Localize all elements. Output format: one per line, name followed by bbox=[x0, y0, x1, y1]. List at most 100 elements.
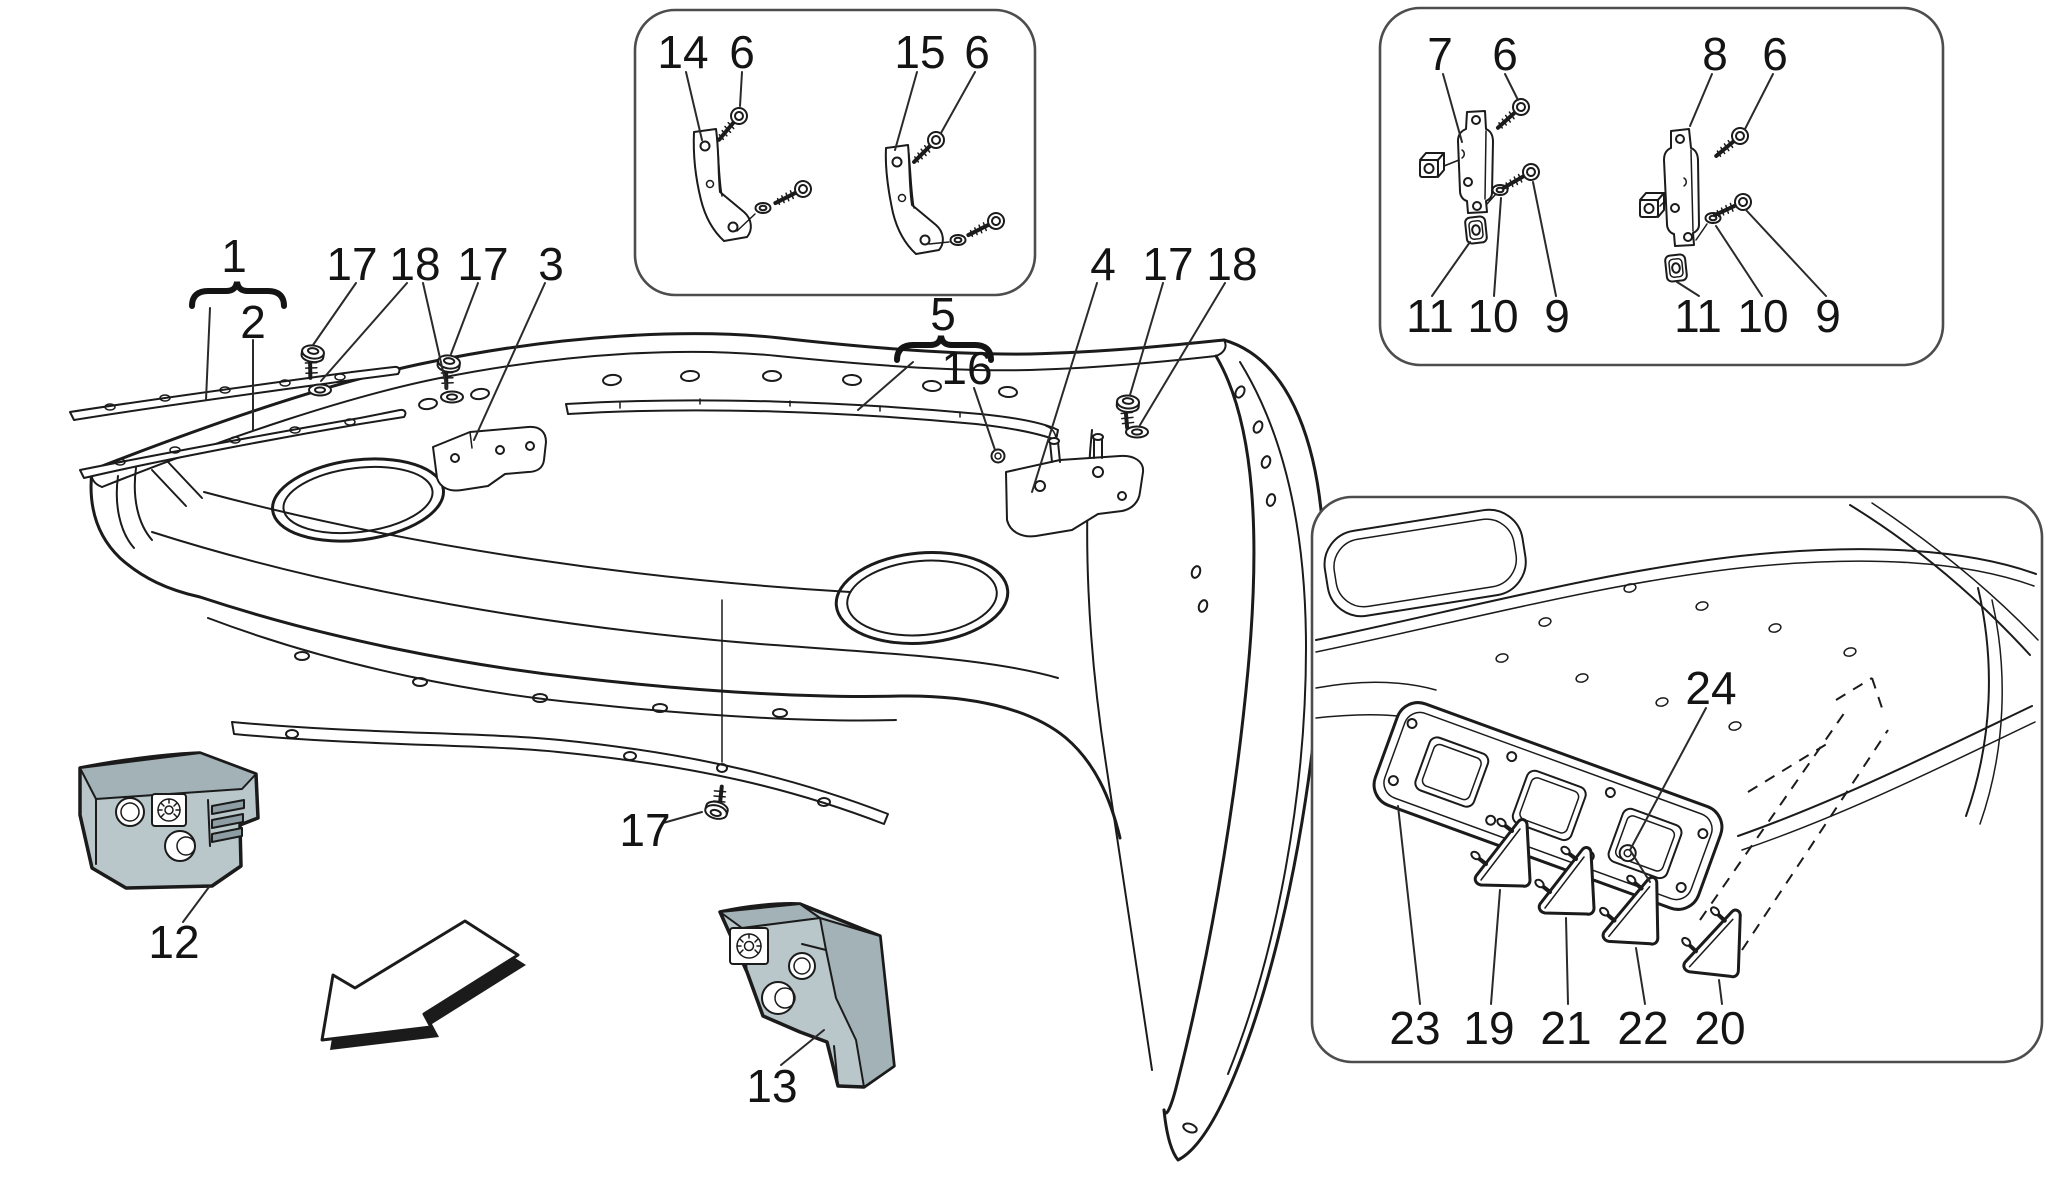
leader-line bbox=[662, 811, 703, 824]
leader-line bbox=[1718, 979, 1723, 1005]
seal-strip-lower bbox=[79, 408, 407, 479]
callout-1: 1 bbox=[189, 230, 287, 401]
leader-line bbox=[1031, 282, 1098, 493]
clipnut-7 bbox=[1419, 152, 1445, 178]
callout-17-a: 17 bbox=[312, 238, 378, 346]
rail-mounting-holes bbox=[418, 369, 1277, 1134]
main-bumper-view: 1 2 17 18 17 3 5 16 bbox=[69, 230, 1326, 1162]
inset-top-right-box bbox=[1378, 6, 1945, 367]
callout-label: 19 bbox=[1463, 1002, 1514, 1054]
callout-label: 23 bbox=[1389, 1002, 1440, 1054]
leader-line bbox=[1715, 225, 1763, 297]
callout-label: 12 bbox=[148, 916, 199, 968]
callout-5: 5 bbox=[857, 288, 994, 411]
leader-line bbox=[739, 71, 743, 107]
assembly-line bbox=[1659, 199, 1667, 207]
leader-line bbox=[1490, 889, 1501, 1005]
callout-label: 4 bbox=[1090, 238, 1116, 290]
leader-line bbox=[1745, 209, 1827, 297]
callout-11-b: 11 bbox=[1674, 281, 1722, 342]
leader-line bbox=[1397, 805, 1421, 1005]
leader-line bbox=[1676, 281, 1700, 297]
leader-line bbox=[1442, 73, 1463, 143]
leader-line bbox=[182, 886, 210, 923]
leader-line bbox=[312, 282, 357, 346]
leader-line bbox=[473, 282, 546, 441]
body-panel-art bbox=[1315, 502, 2039, 951]
inset-bottom-right: 24 23 19 21 22 20 bbox=[1310, 495, 2044, 1064]
callout-label: 21 bbox=[1540, 1002, 1591, 1054]
callout-19: 19 bbox=[1463, 889, 1515, 1054]
valance-holes bbox=[294, 651, 788, 718]
callout-22: 22 bbox=[1617, 947, 1669, 1054]
callout-label: 18 bbox=[389, 238, 440, 290]
leader-line bbox=[1744, 73, 1774, 130]
callout-label: 3 bbox=[538, 238, 564, 290]
washer-14 bbox=[754, 202, 772, 214]
callout-label: 5 bbox=[930, 288, 956, 340]
washer-15 bbox=[949, 234, 967, 246]
leader-line bbox=[450, 282, 479, 355]
exhaust-cutout-right bbox=[834, 551, 1010, 645]
sensor-bracket-12 bbox=[78, 751, 260, 890]
screw-17-left bbox=[296, 342, 327, 382]
screw-17-bottom bbox=[701, 782, 736, 824]
callout-label: 2 bbox=[240, 296, 266, 348]
callout-17-b: 17 bbox=[450, 238, 509, 355]
callout-2: 2 bbox=[240, 296, 266, 431]
inset-bottom-right-box bbox=[1310, 495, 2044, 1064]
leader-line bbox=[1139, 282, 1226, 426]
callout-label: 10 bbox=[1467, 290, 1518, 342]
callout-11-a: 11 bbox=[1406, 241, 1471, 342]
callout-15: 15 bbox=[894, 26, 946, 151]
assembly-line bbox=[736, 213, 756, 232]
callout-label: 17 bbox=[1142, 238, 1193, 290]
bracket-3 bbox=[432, 425, 547, 492]
callout-label: 10 bbox=[1737, 290, 1788, 342]
callout-6-c: 6 bbox=[1492, 28, 1519, 101]
bracket-7 bbox=[1457, 110, 1494, 214]
clip-16 bbox=[990, 448, 1006, 464]
callout-label: 9 bbox=[1544, 290, 1570, 342]
callout-label: 13 bbox=[746, 1060, 797, 1112]
exhaust-cutout-left bbox=[271, 457, 445, 543]
leader-line bbox=[1635, 947, 1646, 1005]
callout-3: 3 bbox=[473, 238, 564, 441]
assembly-line bbox=[1443, 159, 1460, 167]
callout-label: 8 bbox=[1702, 28, 1728, 80]
callout-label: 22 bbox=[1617, 1002, 1668, 1054]
washer-18-mid bbox=[440, 390, 464, 404]
callout-21: 21 bbox=[1540, 917, 1592, 1054]
callout-7: 7 bbox=[1427, 28, 1463, 143]
callout-label: 15 bbox=[894, 26, 945, 78]
leader-line bbox=[1504, 73, 1519, 101]
leader-line bbox=[1565, 917, 1569, 1005]
rear-bumper-shell bbox=[89, 332, 1326, 1162]
leader-line bbox=[422, 282, 448, 390]
bracket-8 bbox=[1663, 128, 1700, 247]
leader-line bbox=[1129, 282, 1164, 396]
callout-9-b: 9 bbox=[1745, 209, 1841, 342]
callout-label: 7 bbox=[1427, 28, 1453, 80]
callout-9-a: 9 bbox=[1532, 181, 1570, 342]
callout-14: 14 bbox=[657, 26, 709, 141]
callout-6-d: 6 bbox=[1744, 28, 1788, 130]
grommet-24 bbox=[1618, 844, 1637, 863]
seal-strip-upper bbox=[69, 365, 401, 421]
callout-6-a: 6 bbox=[729, 26, 755, 107]
inset-top-center: 14 6 15 6 bbox=[633, 8, 1037, 297]
leader-line bbox=[1493, 197, 1502, 297]
panel-holes bbox=[1495, 583, 1857, 731]
phantom-position-lines bbox=[1699, 677, 1889, 951]
assembly-line bbox=[1695, 223, 1708, 241]
callout-label: 11 bbox=[1406, 290, 1454, 342]
callout-16: 16 bbox=[941, 342, 996, 451]
bracket-15 bbox=[884, 144, 944, 255]
callout-label: 18 bbox=[1206, 238, 1257, 290]
leader-line bbox=[780, 1029, 825, 1066]
callout-20: 20 bbox=[1694, 979, 1746, 1054]
leader-line bbox=[205, 307, 211, 401]
callout-6-b: 6 bbox=[940, 26, 990, 134]
